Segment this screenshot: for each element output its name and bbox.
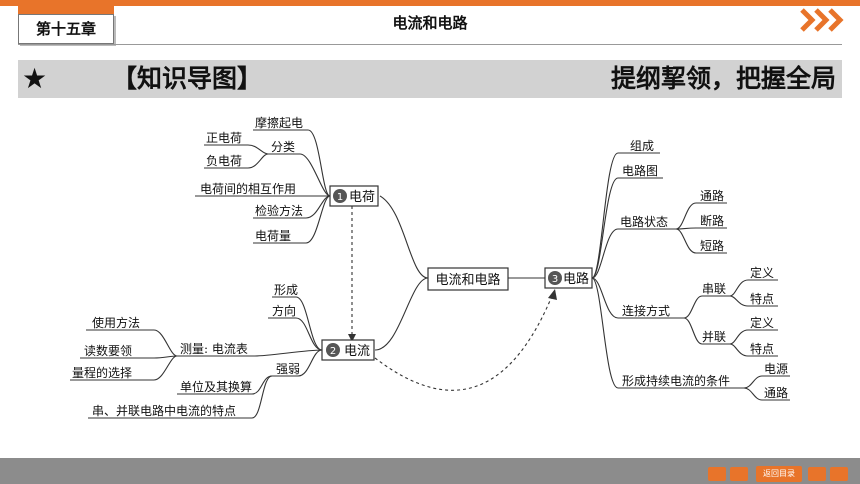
circuit-item: 并联 bbox=[702, 330, 726, 344]
first-page-button[interactable] bbox=[708, 467, 726, 481]
last-page-button[interactable] bbox=[830, 467, 848, 481]
knowledge-mindmap: 电流和电路 1 电荷 2 电流 3 电路 摩擦起电 分类 正电荷 负电荷 电荷间… bbox=[70, 115, 790, 419]
page-title: 电流和电路 bbox=[392, 14, 468, 32]
circuit-item: 断路 bbox=[700, 213, 724, 228]
circuit-item: 组成 bbox=[630, 139, 654, 153]
header-divider bbox=[18, 44, 842, 45]
circuit-item: 电源 bbox=[764, 362, 788, 376]
circuit-item: 通路 bbox=[764, 385, 788, 400]
current-item: 串、并联电路中电流的特点 bbox=[92, 403, 236, 418]
circuit-item: 形成持续电流的条件 bbox=[622, 373, 730, 388]
charge-node: 电荷 bbox=[349, 190, 375, 205]
circuit-item: 特点 bbox=[750, 291, 774, 306]
circuit-item: 连接方式 bbox=[622, 303, 670, 318]
current-item: 测量: 电流表 bbox=[180, 342, 248, 356]
charge-item: 电荷间的相互作用 bbox=[200, 181, 296, 196]
circuit-item: 电路图 bbox=[622, 163, 658, 178]
current-item: 方向 bbox=[272, 303, 296, 318]
charge-item: 分类 bbox=[271, 140, 295, 154]
charge-item: 摩擦起电 bbox=[255, 115, 303, 130]
next-page-button[interactable] bbox=[808, 467, 826, 481]
current-item: 使用方法 bbox=[92, 315, 140, 330]
top-accent-stripe bbox=[0, 0, 860, 6]
circuit-node: 电路 bbox=[563, 271, 589, 287]
charge-item: 正电荷 bbox=[206, 131, 242, 145]
current-number: 2 bbox=[330, 346, 336, 357]
current-item: 读数要领 bbox=[84, 343, 132, 358]
banner-title: 【知识导图】 bbox=[112, 64, 263, 93]
prev-page-button[interactable] bbox=[730, 467, 748, 481]
current-number-badge bbox=[326, 343, 340, 357]
banner-subtitle: 提纲挈领，把握全局 bbox=[610, 64, 836, 93]
center-node: 电流和电路 bbox=[435, 272, 500, 288]
current-item: 量程的选择 bbox=[72, 365, 132, 380]
section-banner bbox=[18, 60, 842, 98]
current-node: 电流 bbox=[344, 344, 370, 359]
current-item: 强弱 bbox=[276, 362, 300, 376]
circuit-item: 特点 bbox=[750, 341, 774, 356]
forward-arrows-icon[interactable] bbox=[800, 8, 844, 32]
chapter-tab: 第十五章 bbox=[18, 14, 114, 44]
charge-item: 负电荷 bbox=[206, 154, 242, 168]
back-to-contents-button[interactable]: 返回目录 bbox=[756, 466, 802, 482]
circuit-item: 电路状态 bbox=[620, 214, 668, 229]
charge-number-badge bbox=[333, 189, 347, 203]
circuit-item: 串联 bbox=[702, 282, 726, 296]
circuit-item: 短路 bbox=[700, 238, 724, 253]
chapter-tab-accent bbox=[18, 6, 114, 14]
current-item: 单位及其换算 bbox=[180, 379, 252, 394]
circuit-item: 定义 bbox=[750, 315, 774, 330]
circuit-number-badge bbox=[548, 271, 562, 285]
charge-item: 检验方法 bbox=[255, 203, 303, 218]
charge-item: 电荷量 bbox=[255, 229, 291, 243]
charge-number: 1 bbox=[337, 192, 343, 203]
star-icon: ★ bbox=[22, 62, 48, 95]
circuit-number: 3 bbox=[552, 274, 558, 285]
circuit-item: 通路 bbox=[700, 188, 724, 203]
center-node-box bbox=[427, 267, 509, 291]
circuit-item: 定义 bbox=[750, 265, 774, 280]
current-item: 形成 bbox=[274, 283, 298, 297]
